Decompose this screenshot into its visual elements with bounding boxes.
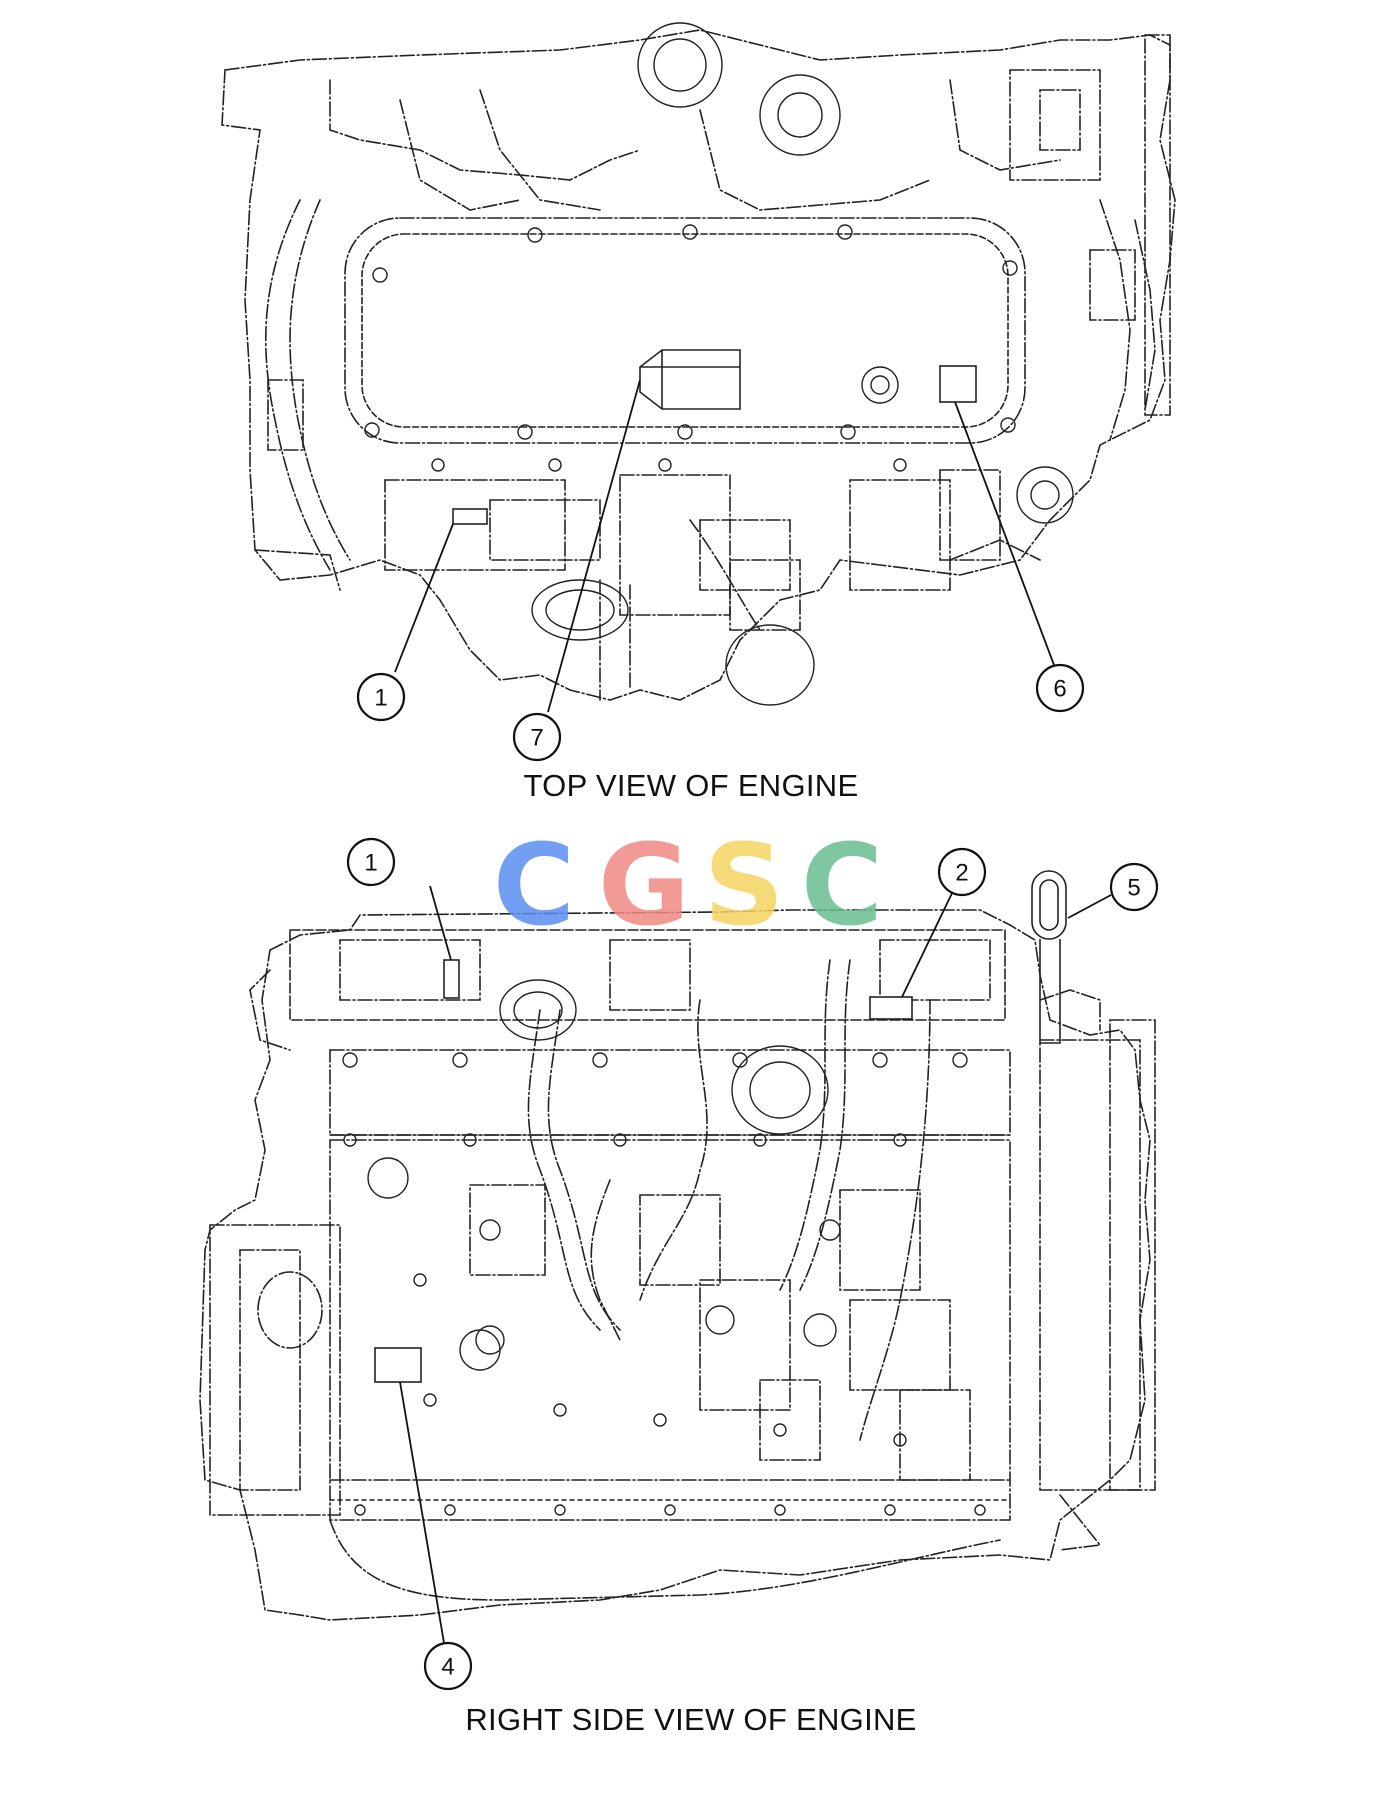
callout-circle-side-2: [937, 847, 987, 897]
callout-circle-side-4: [423, 1641, 473, 1691]
top-label-6-box: [939, 365, 977, 403]
callout-number-side-4: 4: [441, 1654, 454, 1681]
callout-number-side-2: 2: [955, 860, 968, 887]
dipstick-tube: [1039, 939, 1061, 1044]
callout-circle-side-1: [346, 837, 396, 887]
top-view-engine-drawing: [221, 22, 1176, 706]
callout-circle-side-5: [1109, 862, 1159, 912]
svg-text:S: S: [704, 838, 785, 938]
callout-number-top-1: 1: [374, 685, 387, 712]
svg-text:C: C: [801, 838, 883, 938]
svg-text:G: G: [598, 838, 690, 938]
callout-number-side-1: 1: [364, 850, 377, 877]
leader-lines: [394, 379, 1112, 1644]
watermark-letter-s: S: [704, 838, 785, 938]
svg-text:C: C: [493, 838, 575, 938]
callout-number-side-5: 5: [1127, 875, 1140, 902]
callout-circle-top-1: [356, 672, 406, 722]
callout-circle-top-6: [1035, 663, 1085, 713]
callout-number-top-6: 6: [1053, 676, 1066, 703]
watermark-letter-c1: C: [493, 838, 575, 938]
callout-number-top-7: 7: [530, 725, 543, 752]
side-label-2-box: [869, 996, 913, 1020]
side-view-caption: RIGHT SIDE VIEW OF ENGINE: [465, 1702, 917, 1737]
side-label-1-box: [443, 959, 460, 999]
top-label-7-tag: [639, 349, 741, 410]
watermark-letter-g: G: [598, 838, 690, 938]
top-label-1-box: [452, 508, 488, 525]
side-label-4-box: [374, 1347, 422, 1383]
side-view-engine-drawing: [199, 909, 1156, 1621]
watermark-letter-c2: C: [801, 838, 883, 938]
callout-circle-top-7: [512, 712, 562, 762]
top-view-caption: TOP VIEW OF ENGINE: [523, 768, 859, 803]
